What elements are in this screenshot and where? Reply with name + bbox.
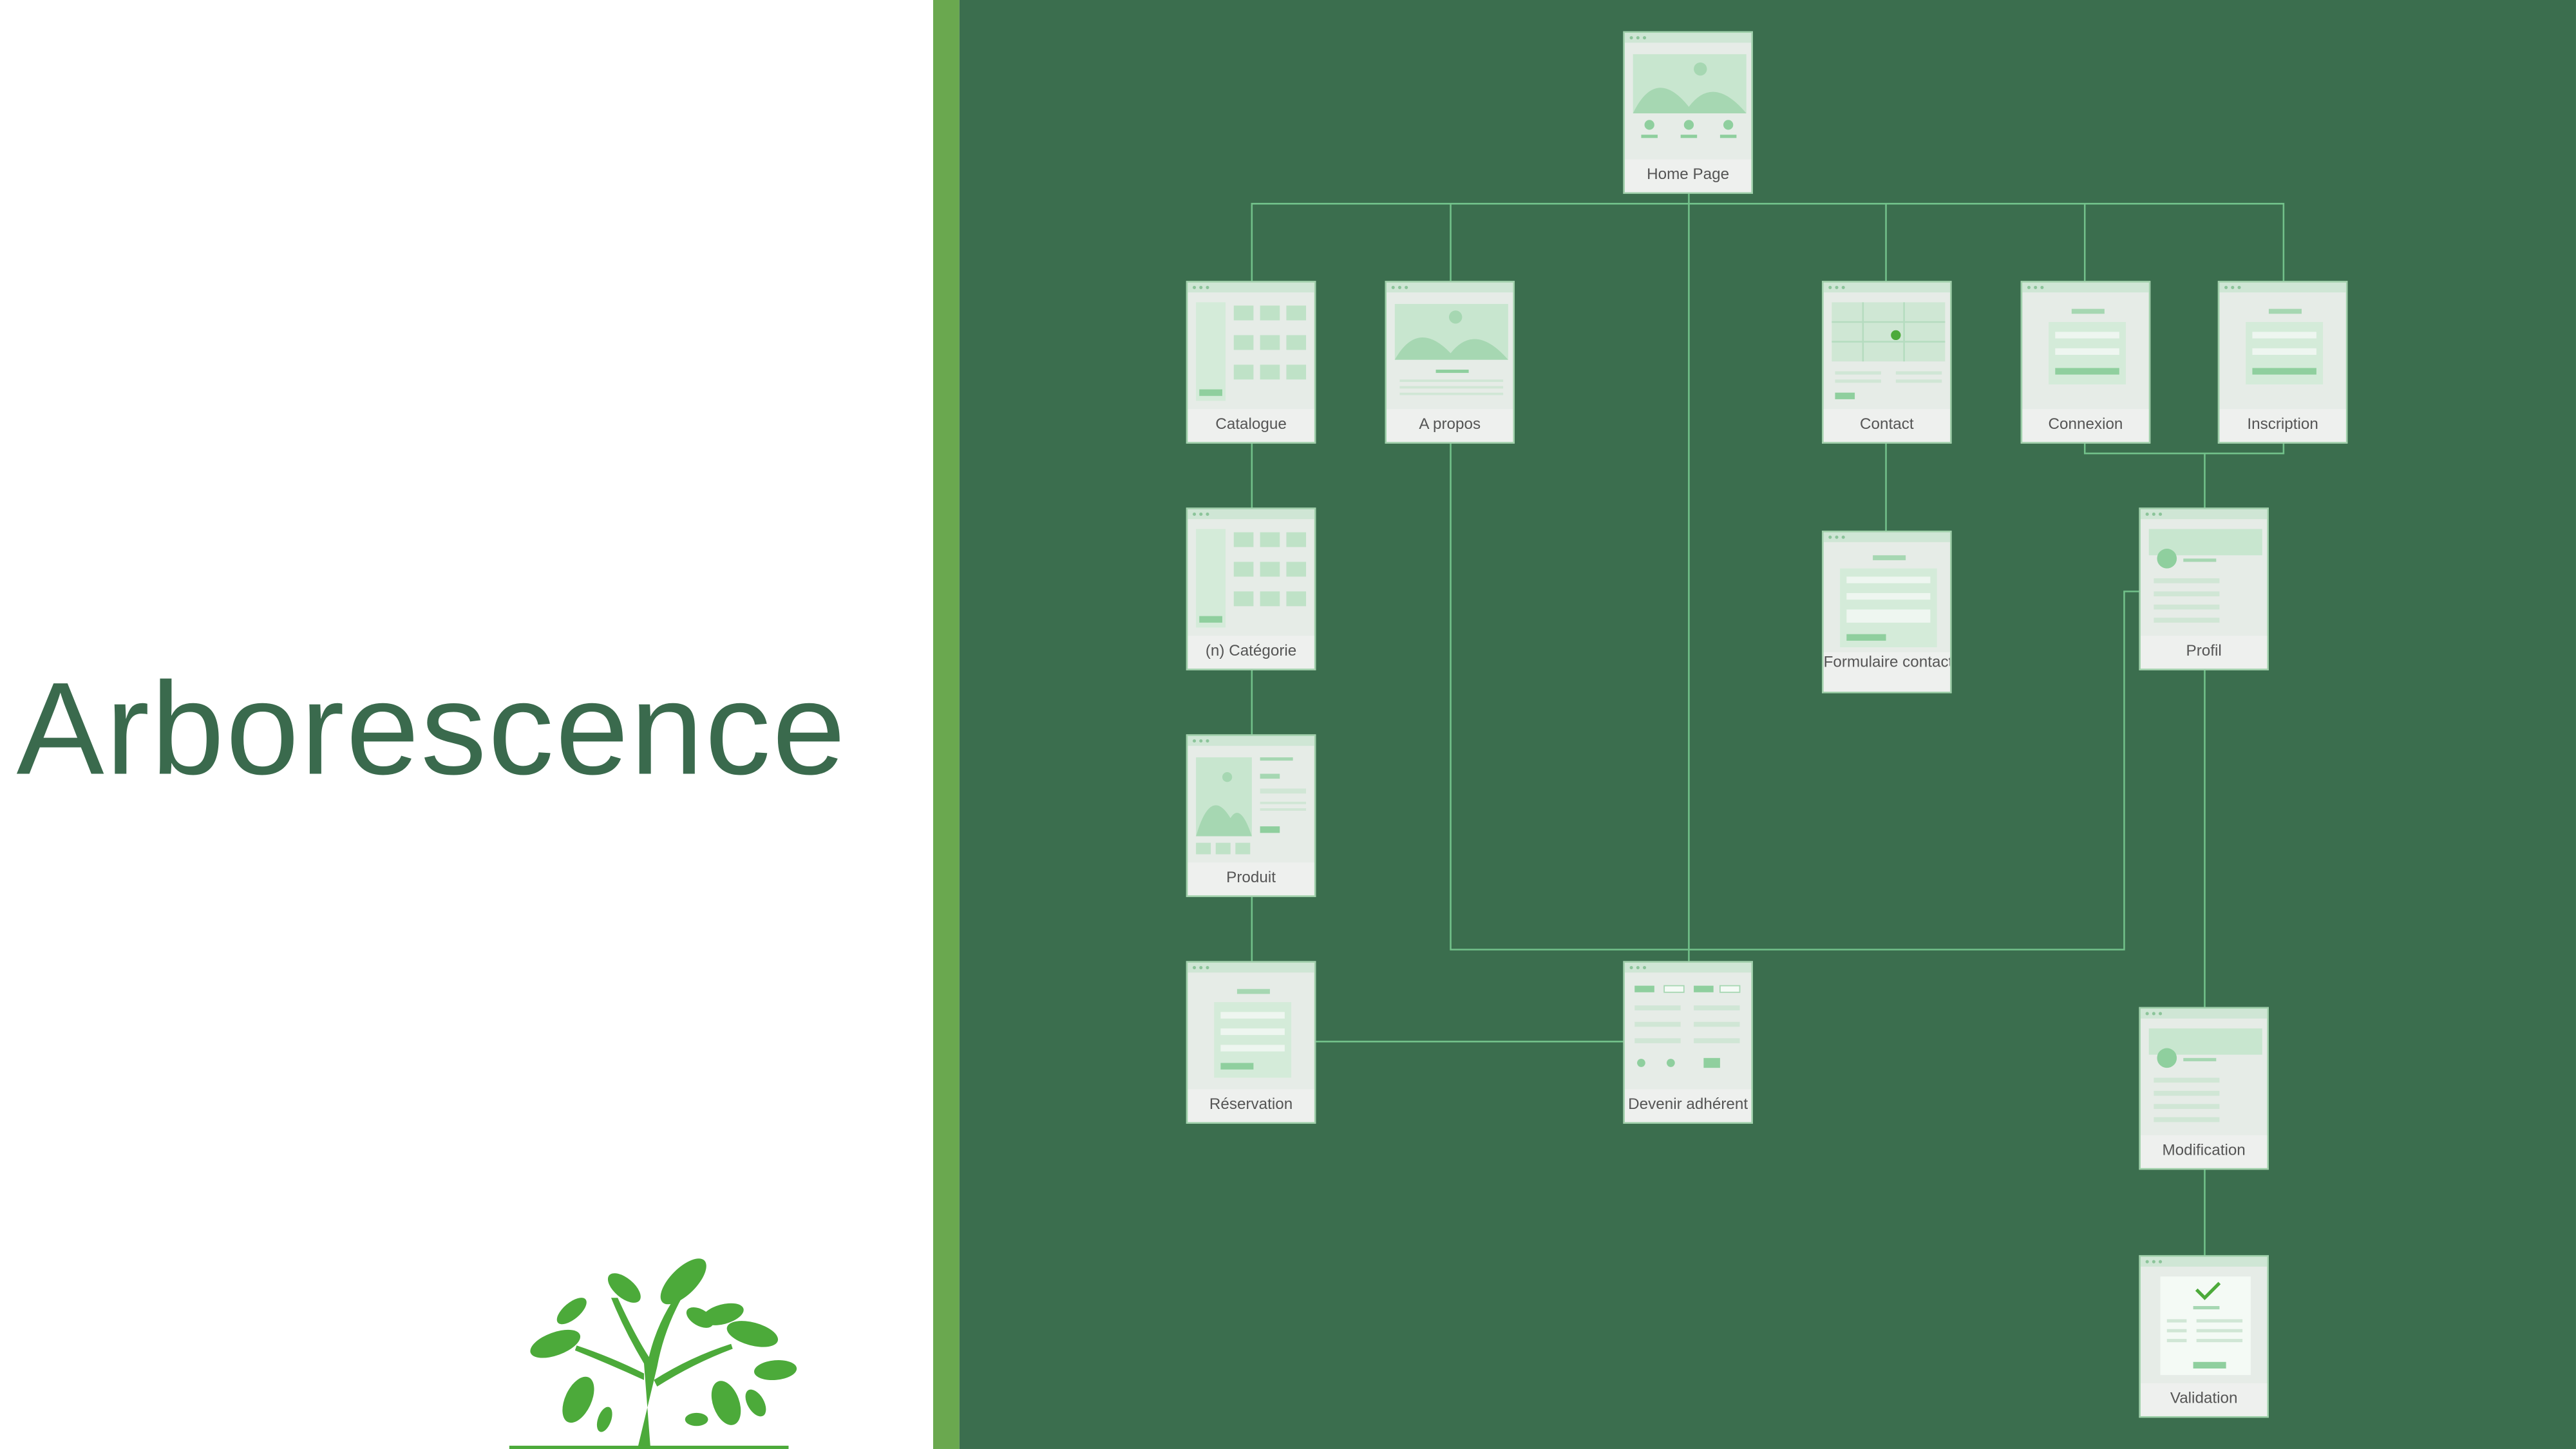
- sitemap-panel: [959, 0, 2576, 1449]
- page-label: Modification: [2140, 1135, 2268, 1168]
- connector-apropos-profil: [1450, 443, 2139, 951]
- window-bar: [1823, 282, 1951, 293]
- connector-auth-profil: [2083, 443, 2285, 508]
- connector-home-drops: [1450, 204, 2086, 281]
- grid-wireframe-icon: [1196, 529, 1307, 628]
- contact-form-icon: [1840, 555, 1937, 648]
- map-wireframe-icon: [1832, 302, 1946, 399]
- slide-title: Arborescence: [16, 655, 848, 802]
- page-card-adherent[interactable]: Devenir adhérent: [1623, 961, 1753, 1124]
- window-bar: [2140, 509, 2268, 520]
- page-card-categorie[interactable]: (n) Catégorie: [1186, 507, 1316, 670]
- page-card-formulaire[interactable]: Formulaire contact: [1822, 530, 1952, 694]
- page-card-modification[interactable]: Modification: [2139, 1007, 2269, 1170]
- page-label: A propos: [1387, 409, 1513, 442]
- page-label: Profil: [2140, 636, 2268, 669]
- product-wireframe-icon: [1196, 757, 1307, 855]
- window-bar: [2140, 1009, 2268, 1019]
- page-card-reservation[interactable]: Réservation: [1186, 961, 1316, 1124]
- window-bar: [1188, 509, 1314, 520]
- tree-icon: [509, 1258, 797, 1449]
- window-bar: [1624, 962, 1752, 973]
- page-card-apropos[interactable]: A propos: [1385, 281, 1515, 444]
- profile-edit-wireframe-icon: [2148, 1028, 2262, 1122]
- window-bar: [1188, 962, 1314, 973]
- page-card-profil[interactable]: Profil: [2139, 507, 2269, 670]
- membership-form-icon: [1634, 985, 1741, 1068]
- page-card-connexion[interactable]: Connexion: [2020, 281, 2151, 444]
- window-bar: [2219, 282, 2346, 293]
- window-bar: [2022, 282, 2149, 293]
- page-card-catalogue[interactable]: Catalogue: [1186, 281, 1316, 444]
- page-card-validation[interactable]: Validation: [2139, 1255, 2269, 1418]
- checkmark-icon: [2160, 1276, 2251, 1376]
- window-bar: [2140, 1256, 2268, 1267]
- page-label: Catalogue: [1188, 409, 1314, 442]
- page-label: Formulaire contact: [1823, 652, 1950, 692]
- connector-home-row: [1251, 203, 2285, 281]
- page-label: Produit: [1188, 862, 1314, 896]
- booking-form-icon: [1214, 989, 1292, 1078]
- image-wireframe-icon: [1394, 303, 1508, 395]
- hero-image-icon: [1633, 54, 1747, 138]
- window-bar: [1823, 532, 1951, 542]
- page-label: Devenir adhérent: [1624, 1089, 1752, 1122]
- profile-wireframe-icon: [2148, 529, 2262, 623]
- page-label: Contact: [1823, 409, 1951, 442]
- window-bar: [1188, 735, 1314, 746]
- window-bar: [1624, 33, 1752, 43]
- page-label: Connexion: [2022, 409, 2149, 442]
- window-bar: [1188, 282, 1314, 293]
- page-card-contact[interactable]: Contact: [1822, 281, 1952, 444]
- window-bar: [1387, 282, 1513, 293]
- page-label: Validation: [2140, 1383, 2268, 1416]
- signup-form-icon: [2246, 308, 2324, 384]
- grid-wireframe-icon: [1196, 302, 1307, 401]
- left-panel: Arborescence: [0, 0, 933, 1449]
- page-label: Home Page: [1624, 159, 1752, 193]
- page-label: (n) Catégorie: [1188, 636, 1314, 669]
- login-form-icon: [2049, 308, 2126, 384]
- page-card-home[interactable]: Home Page: [1623, 31, 1753, 194]
- accent-stripe: [933, 0, 960, 1449]
- page-card-produit[interactable]: Produit: [1186, 734, 1316, 897]
- page-card-inscription[interactable]: Inscription: [2217, 281, 2348, 444]
- page-label: Réservation: [1188, 1089, 1314, 1122]
- page-label: Inscription: [2219, 409, 2346, 442]
